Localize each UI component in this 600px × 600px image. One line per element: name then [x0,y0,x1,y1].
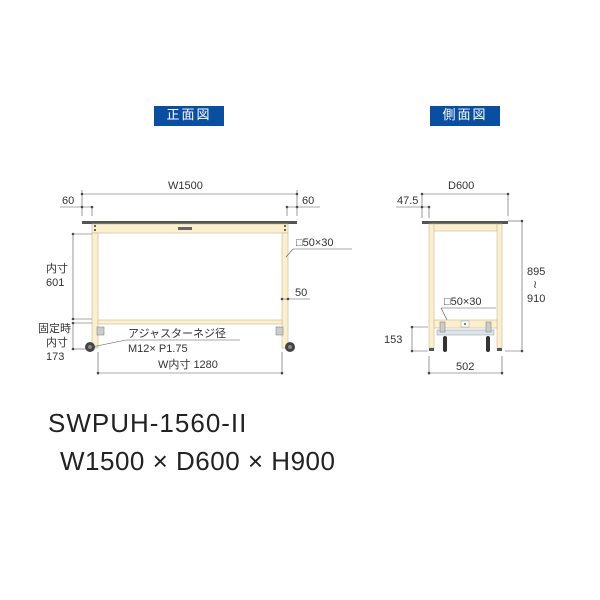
side-right-leg [496,223,503,349]
side-table-top [422,221,508,224]
inner-height-label: 内寸 [46,261,68,275]
front-left-leg [91,232,99,349]
side-view [396,192,524,375]
side-depth-label: D600 [448,180,474,192]
side-left-leg [428,223,435,349]
rail-height: 50 [295,287,307,299]
side-view-label: 側面図 [430,106,500,126]
fixed-label-2: 内寸 [46,335,68,349]
height-range-top: 895 [527,266,545,278]
side-caster-right [486,336,490,352]
product-model: SWPUH-1560-II [48,408,248,438]
front-view [60,190,320,216]
inner-width: W内寸 1280 [158,357,218,371]
front-left-overhang: 60 [62,195,74,207]
product-dimensions: W1500 × D600 × H900 [60,446,336,476]
side-top-apron [432,223,498,232]
inner-height-value: 601 [46,277,64,289]
side-caster-left [443,336,447,352]
side-overhang: 47.5 [397,195,418,207]
height-range-bottom: 910 [527,293,545,305]
fixed-value: 173 [46,351,64,363]
front-lower-rail [97,319,283,325]
caster-bracket-left [96,326,105,336]
height-range-sep: ≀ [533,279,537,291]
front-right-leg [281,232,289,349]
front-frame-section: □50×30 [296,237,334,249]
adjuster-spec: M12× P1.75 [128,343,188,355]
front-right-overhang: 60 [302,195,314,207]
fixed-label-1: 固定時 [38,321,71,335]
caster-plate [436,329,495,336]
side-frame-section: □50×30 [444,296,482,308]
drawer-handle [178,227,192,230]
caster-height: 153 [384,334,402,346]
front-view-label: 正面図 [154,106,224,126]
inner-depth: 502 [456,361,474,373]
front-table-top [82,221,297,224]
caster-bracket-right [275,326,284,336]
front-width-label: W1500 [168,180,203,192]
adjuster-label: アジャスターネジ径 [128,327,226,340]
